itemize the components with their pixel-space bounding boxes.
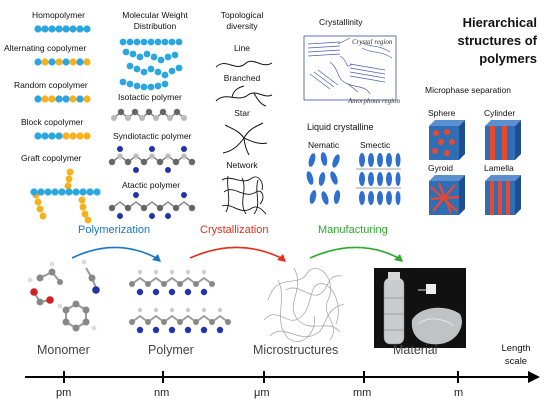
- monomer-molecules: [27, 259, 100, 332]
- tick-m: m: [454, 387, 464, 399]
- label-network: Network: [226, 160, 258, 170]
- microstructure-tangle: [263, 267, 345, 342]
- label-alternating-copolymer: Alternating copolymer: [4, 43, 87, 53]
- label-graft-copolymer: Graft copolymer: [21, 153, 82, 163]
- nematic-diagram: [306, 152, 341, 205]
- label-crystal-region: Crystal region: [352, 38, 393, 46]
- tick-um: μm: [254, 387, 270, 399]
- atactic-chain: [108, 192, 196, 219]
- star-topology: [222, 122, 268, 156]
- length-scale-axis: [25, 371, 540, 383]
- polymer-chains: [129, 269, 231, 334]
- label-nematic: Nematic: [308, 140, 340, 150]
- label-liquid-crystalline: Liquid crystalline: [307, 122, 374, 132]
- label-line: Line: [233, 43, 251, 53]
- lamella-cube: [485, 175, 521, 215]
- network-topology: [221, 175, 267, 215]
- mwd-chains: [119, 38, 183, 91]
- label-block-copolymer: Block copolymer: [21, 117, 84, 127]
- cylinder-cube: [485, 120, 521, 160]
- label-sphere: Sphere: [428, 108, 456, 118]
- label-microphase-separation: Microphase separation: [425, 85, 511, 95]
- process-arrows: [71, 246, 403, 262]
- tick-pm: pm: [56, 387, 72, 399]
- label-microstructures: Microstructures: [253, 343, 339, 357]
- label-syndiotactic: Syndiotactic polymer: [113, 131, 192, 141]
- label-branched: Branched: [223, 73, 261, 83]
- line-topology: [215, 60, 273, 68]
- alternating-copolymer-chain: [34, 58, 91, 66]
- label-lamella: Lamella: [484, 163, 514, 173]
- label-atactic: Atactic polymer: [122, 180, 181, 190]
- label-monomer: Monomer: [37, 343, 90, 357]
- branched-topology: [215, 85, 273, 107]
- label-crystallinity: Crystallinity: [319, 17, 363, 27]
- isotactic-chain: [111, 108, 187, 121]
- label-homopolymer: Homopolymer: [32, 10, 85, 20]
- homopolymer-chain: [34, 25, 91, 33]
- page-title: Hierarchical structures of polymers: [457, 15, 537, 66]
- material-photo: [374, 268, 466, 348]
- label-smectic: Smectic: [360, 140, 391, 150]
- syndiotactic-chain: [108, 146, 196, 173]
- crystallinity-diagram: [303, 35, 397, 101]
- label-material: Material: [393, 343, 438, 357]
- label-random-copolymer: Random copolymer: [14, 80, 88, 90]
- tick-mm: mm: [353, 387, 372, 399]
- label-polymerization: Polymerization: [78, 224, 151, 236]
- label-gyroid: Gyroid: [428, 163, 454, 173]
- random-copolymer-chain: [34, 95, 91, 103]
- block-copolymer-chain: [34, 132, 91, 140]
- label-isotactic: Isotactic polymer: [118, 92, 182, 102]
- label-manufacturing: Manufacturing: [318, 224, 388, 236]
- smectic-diagram: [356, 153, 401, 205]
- label-cylinder: Cylinder: [484, 108, 516, 118]
- sphere-cube: [429, 120, 465, 160]
- label-polymer: Polymer: [148, 343, 194, 357]
- label-crystallization: Crystallization: [200, 224, 269, 236]
- tick-nm: nm: [154, 387, 170, 399]
- label-amorphous-region: Amorphous region: [348, 97, 401, 105]
- label-star: Star: [234, 108, 250, 118]
- gyroid-cube: [429, 175, 465, 215]
- graft-copolymer-chain: [30, 168, 101, 224]
